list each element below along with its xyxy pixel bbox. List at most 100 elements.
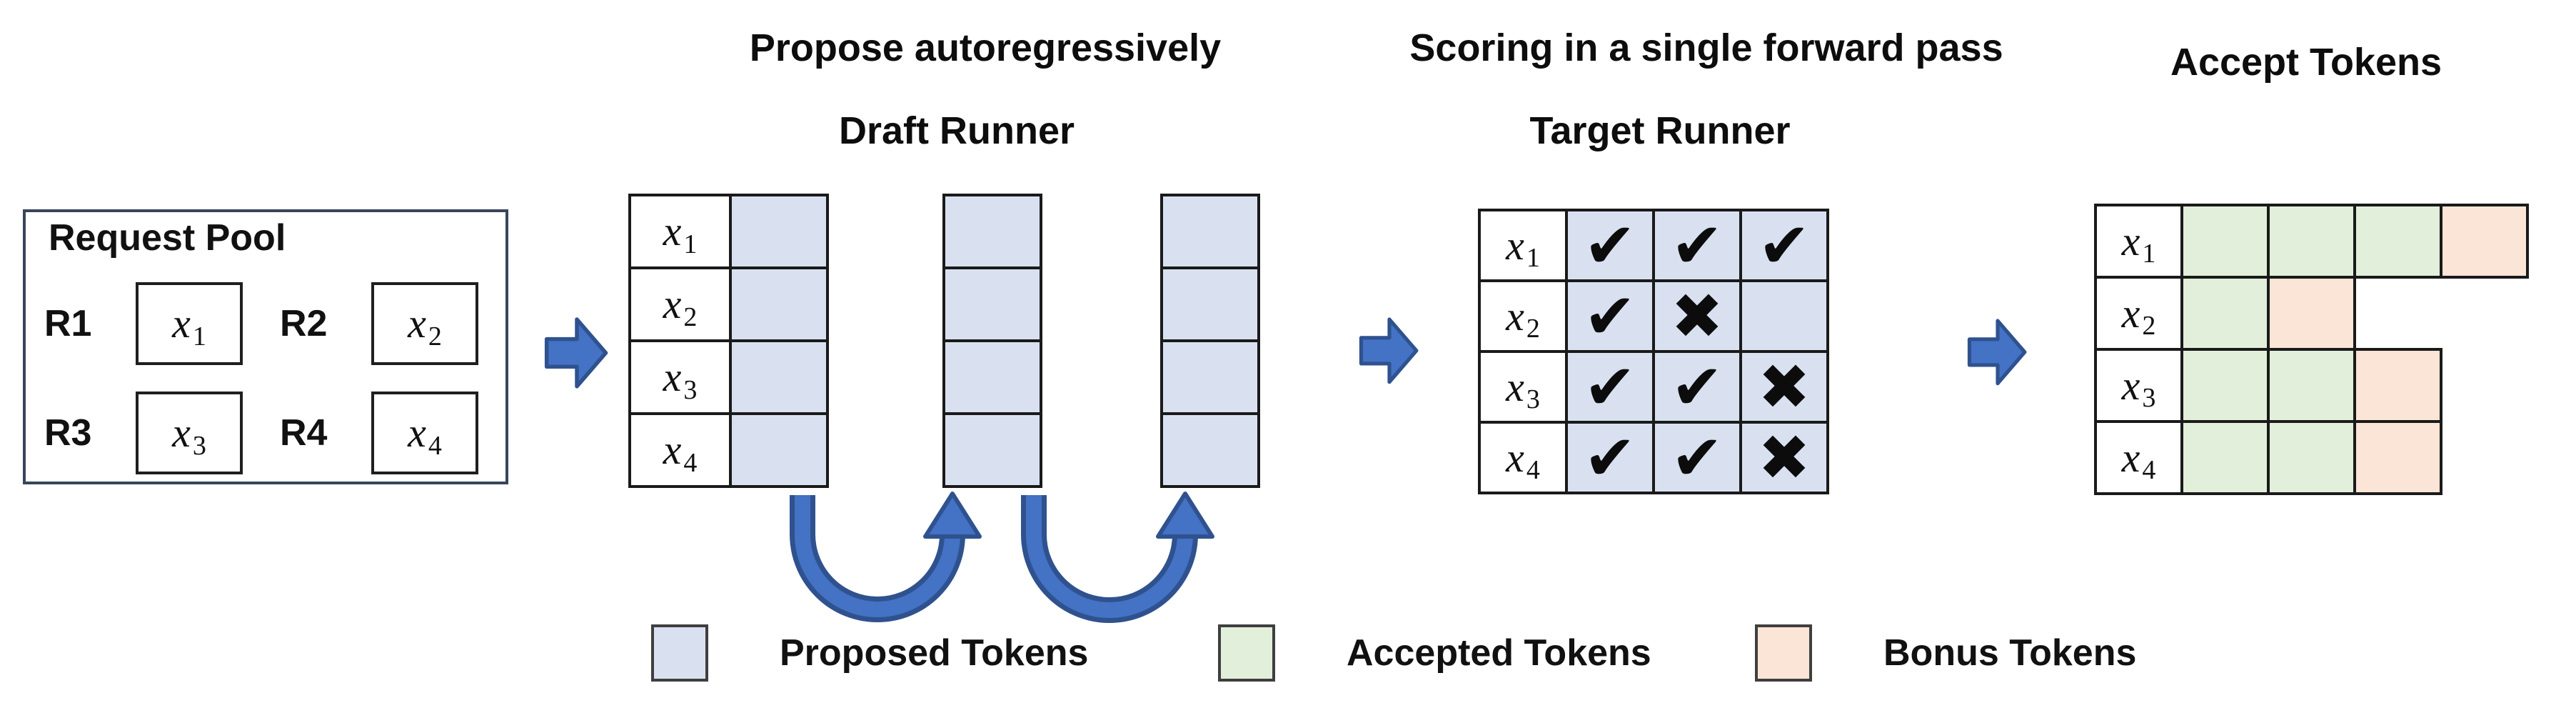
token-label: x2	[2121, 289, 2156, 341]
score-cell-check: ✔	[1565, 279, 1655, 353]
target-grid-row: x1✔✔✔	[1478, 209, 1829, 282]
legend-label: Bonus Tokens	[1883, 632, 2137, 674]
target-grid-row: x2 ✔ ✖	[1478, 279, 1829, 353]
draft-grid-row	[942, 194, 1042, 269]
cross-icon: ✖	[1671, 279, 1724, 353]
accepted-token-cell	[2267, 420, 2356, 495]
flow-arrow-draft-to-target-icon	[1359, 317, 1419, 384]
token-label: x4	[2121, 434, 2156, 486]
bonus-token-cell	[2267, 276, 2356, 351]
token-label: x1	[1506, 221, 1540, 274]
proposed-swatch-icon	[651, 624, 708, 682]
draft-grid-row: x2	[628, 266, 829, 342]
token-label: x2	[408, 300, 442, 352]
row-label-cell: x1	[628, 194, 732, 269]
accepted-token-cell	[2180, 276, 2270, 351]
legend-item-accepted: Accepted Tokens	[1218, 624, 1651, 682]
token-label: x1	[2121, 217, 2156, 269]
proposed-token-cell	[942, 266, 1042, 342]
draft-grid-row	[942, 266, 1042, 342]
score-cell-cross: ✖	[1739, 350, 1829, 424]
check-icon: ✔	[1584, 349, 1636, 424]
score-cell-cross: ✖	[1739, 421, 1829, 494]
target-runner-grid: x1✔✔✔x2✔✖x3✔✔✖x4✔✔✖	[1478, 209, 1829, 494]
token-label: x1	[663, 208, 698, 259]
score-cell-cross: ✖	[1652, 279, 1742, 353]
autoregressive-loop-arrow-icon	[1021, 492, 1214, 623]
proposed-token-cell	[729, 266, 829, 342]
proposed-token-cell	[729, 194, 829, 269]
row-label-cell: x2	[2094, 276, 2183, 351]
draft-grid-row	[1160, 412, 1260, 488]
accepted-token-cell	[2353, 204, 2442, 279]
cross-icon: ✖	[1758, 349, 1811, 424]
check-icon: ✔	[1671, 420, 1724, 494]
proposed-token-cell	[1160, 412, 1260, 488]
token-label: x4	[1506, 434, 1540, 486]
draft-grid-row: x4	[628, 412, 829, 488]
token-label: x4	[408, 409, 442, 461]
request-label: R2	[280, 303, 328, 344]
token-label: x2	[1506, 292, 1540, 344]
target-runner-title: Target Runner	[1529, 109, 1791, 152]
bonus-token-cell	[2353, 348, 2442, 423]
accept-grid-row: x4	[2094, 420, 2529, 495]
token-label: x2	[663, 281, 698, 332]
token-box: x3	[136, 392, 243, 474]
proposed-token-cell	[1160, 194, 1260, 269]
row-label-cell: x4	[628, 412, 732, 488]
score-cell-check: ✔	[1565, 209, 1655, 282]
request-item: R1 x1	[44, 282, 280, 365]
row-label-cell: x3	[1478, 350, 1568, 424]
autoregressive-loop-arrow-icon	[790, 492, 982, 622]
accepted-token-cell	[2180, 348, 2270, 423]
score-cell-check: ✔	[1565, 421, 1655, 494]
score-cell-check: ✔	[1652, 421, 1742, 494]
request-pool-title: Request Pool	[49, 217, 286, 259]
accepted-token-cell	[2180, 420, 2270, 495]
proposed-token-cell	[729, 339, 829, 415]
check-icon: ✔	[1584, 279, 1636, 353]
check-icon: ✔	[1584, 208, 1636, 282]
accepted-token-cell	[2267, 348, 2356, 423]
legend-label: Accepted Tokens	[1347, 632, 1651, 674]
draft-section-heading: Propose autoregressively	[749, 26, 1222, 69]
row-label-cell: x2	[1478, 279, 1568, 353]
token-box: x2	[371, 282, 478, 365]
bonus-token-cell	[2353, 420, 2442, 495]
legend-item-proposed: Proposed Tokens	[651, 624, 1088, 682]
token-label: x1	[172, 300, 206, 352]
accepted-token-cell	[2180, 204, 2270, 279]
bonus-swatch-icon	[1755, 624, 1812, 682]
flow-arrow-target-to-accept-icon	[1967, 319, 2027, 386]
draft-grid-row	[942, 339, 1042, 415]
score-cell-check: ✔	[1652, 209, 1742, 282]
legend-item-bonus: Bonus Tokens	[1755, 624, 2136, 682]
token-box: x4	[371, 392, 478, 474]
legend-label: Proposed Tokens	[780, 632, 1089, 674]
token-label: x4	[663, 427, 698, 478]
draft-grid-row	[942, 412, 1042, 488]
row-label-cell: x1	[1478, 209, 1568, 282]
cross-icon: ✖	[1758, 420, 1811, 494]
row-label-cell: x4	[2094, 420, 2183, 495]
request-label: R1	[44, 303, 92, 344]
target-grid-row: x4 ✔✔ ✖	[1478, 421, 1829, 494]
target-grid-row: x3✔✔✖	[1478, 350, 1829, 424]
proposed-token-cell	[1160, 339, 1260, 415]
draft-runner-title: Draft Runner	[838, 109, 1075, 152]
token-label: x3	[2121, 362, 2156, 414]
accept-tokens-grid: x1 x2 x3 x4	[2094, 204, 2529, 495]
row-label-cell: x1	[2094, 204, 2183, 279]
proposed-token-cell	[942, 194, 1042, 269]
accept-grid-row: x2	[2094, 276, 2529, 351]
draft-grid-row: x1	[628, 194, 829, 269]
accepted-token-cell	[2267, 204, 2356, 279]
request-item: R2 x2	[280, 282, 515, 365]
accept-grid-row: x3	[2094, 348, 2529, 423]
token-label: x3	[1506, 363, 1540, 415]
